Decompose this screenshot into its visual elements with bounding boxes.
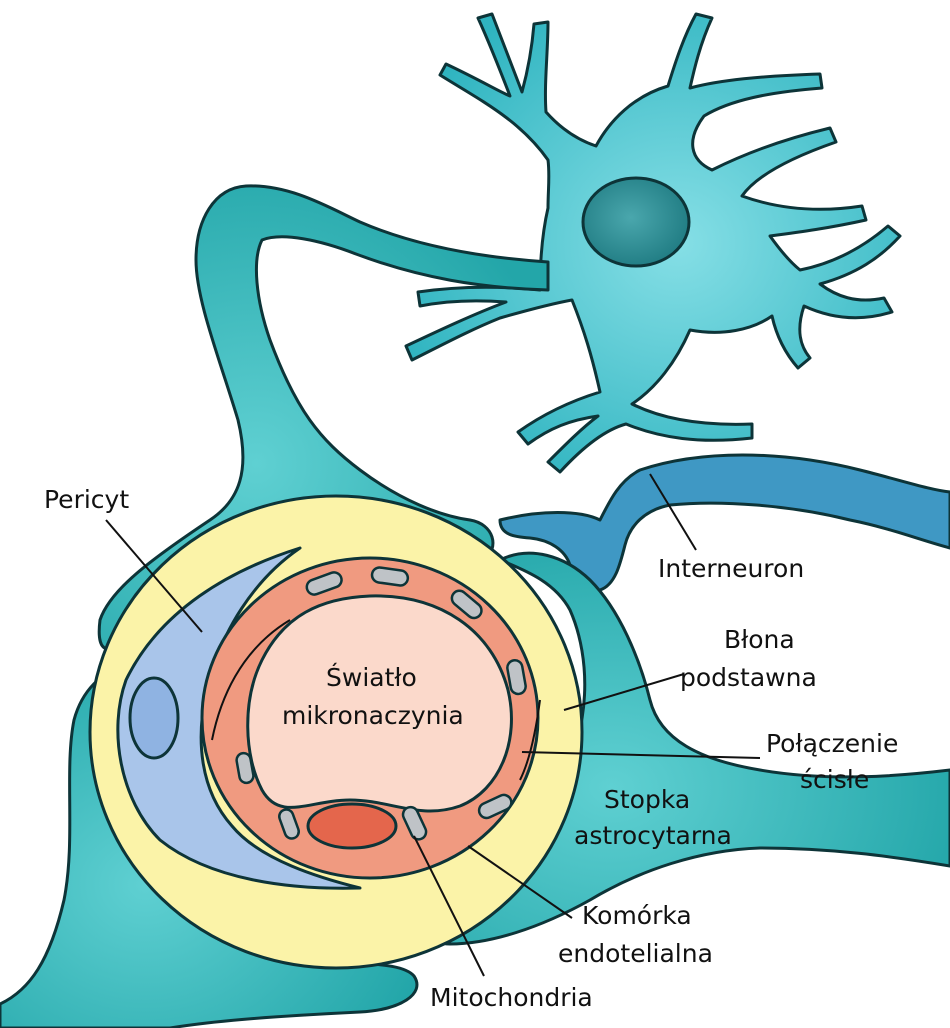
label-astrocyte-foot-1: Stopka bbox=[604, 785, 690, 814]
label-tight-junction-2: ścisłe bbox=[800, 765, 869, 794]
label-endothelial-2: endotelialna bbox=[558, 939, 713, 968]
label-interneuron: Interneuron bbox=[658, 554, 804, 583]
pericyte-nucleus bbox=[130, 678, 178, 758]
endothelial-nucleus bbox=[308, 804, 396, 848]
label-lumen-2: mikronaczynia bbox=[282, 701, 464, 730]
label-pericyte: Pericyt bbox=[44, 485, 129, 514]
label-basement-membrane-2: podstawna bbox=[680, 663, 817, 692]
label-basement-membrane-1: Błona bbox=[724, 625, 795, 654]
label-tight-junction-1: Połączenie bbox=[766, 729, 898, 758]
neuron-nucleus bbox=[583, 178, 689, 266]
label-lumen-1: Światło bbox=[326, 662, 417, 692]
neuron bbox=[406, 14, 900, 472]
label-mitochondria: Mitochondria bbox=[430, 983, 593, 1012]
label-endothelial-1: Komórka bbox=[582, 901, 692, 930]
label-astrocyte-foot-2: astrocytarna bbox=[574, 821, 732, 850]
